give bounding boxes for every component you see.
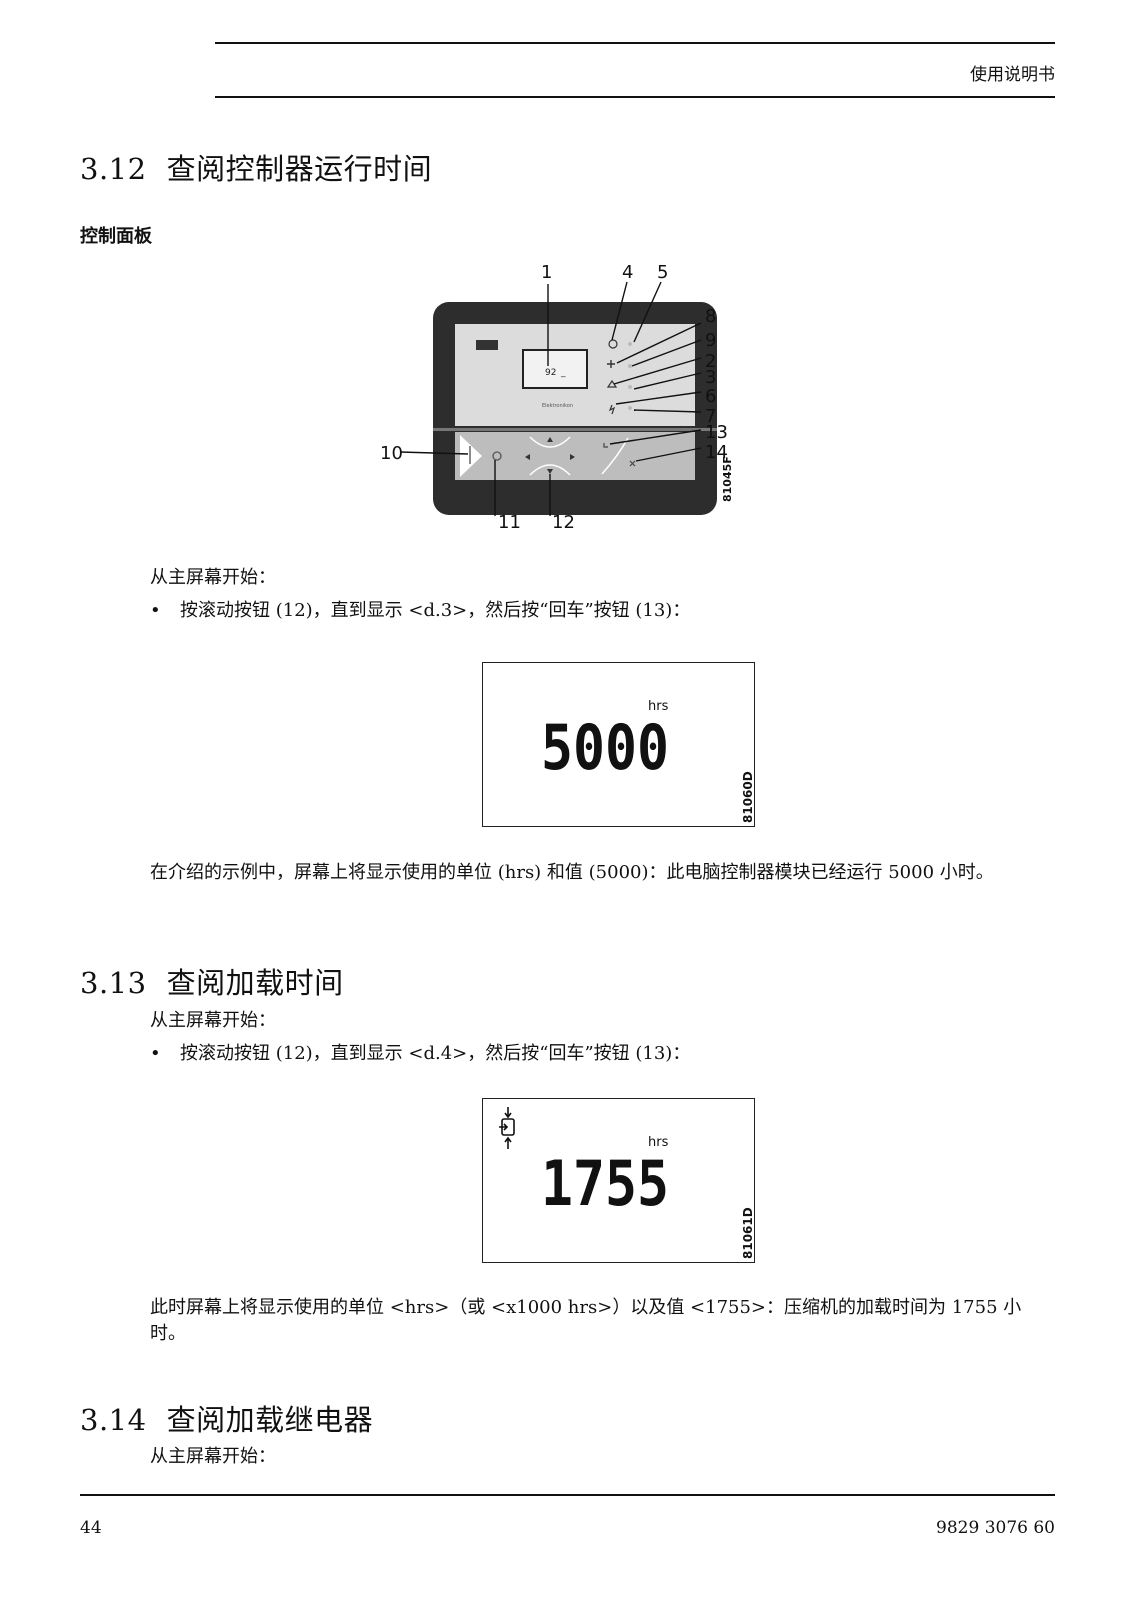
document-number: 9829 3076 60 — [936, 1518, 1055, 1538]
footer-rule — [80, 1494, 1055, 1496]
section-314-heading: 3.14 查阅加载继电器 — [80, 1397, 373, 1439]
lcd-digits-1755: 1755 — [541, 1153, 669, 1213]
section-number: 3.14 — [80, 1403, 147, 1437]
header-rule-top — [215, 42, 1055, 44]
control-panel-illustration: 92 _ Elektronikon — [399, 281, 717, 516]
callout-7: 7 — [705, 406, 717, 427]
callout-9: 9 — [705, 330, 717, 351]
bullet-marker: • — [150, 600, 161, 621]
callout-5: 5 — [657, 262, 669, 283]
section-title: 查阅加载时间 — [166, 966, 344, 1000]
section-312-explanation: 在介绍的示例中，屏幕上将显示使用的单位 (hrs) 和值 (5000)：此电脑控… — [150, 862, 994, 883]
section-title: 查阅控制器运行时间 — [166, 152, 433, 186]
section-313-heading: 3.13 查阅加载时间 — [80, 960, 344, 1002]
bullet-text: 按滚动按钮 (12)，直到显示 <d.4>，然后按“回车”按钮 (13)： — [180, 1043, 691, 1064]
lcd-unit: hrs — [648, 699, 669, 714]
control-panel-subheading: 控制面板 — [80, 226, 152, 247]
svg-text:1755: 1755 — [541, 1153, 669, 1213]
bullet-text: 按滚动按钮 (12)，直到显示 <d.3>，然后按“回车”按钮 (13)： — [180, 600, 691, 621]
callout-1: 1 — [541, 262, 553, 283]
document-title: 使用说明书 — [970, 65, 1055, 85]
callout-2: 2 — [705, 351, 717, 372]
figure-code: 81045F — [721, 456, 734, 502]
svg-text:_: _ — [560, 368, 566, 378]
svg-text:5000: 5000 — [541, 717, 669, 777]
section-313-explanation: 此时屏幕上将显示使用的单位 <hrs>（或 <x1000 hrs>）以及值 <1… — [150, 1297, 1022, 1344]
svg-text:Elektronikon: Elektronikon — [542, 403, 573, 409]
lcd-digits-5000: 5000 — [541, 717, 669, 777]
callout-10: 10 — [380, 443, 403, 464]
lcd-display-loaded-hours: hrs 1755 81061D — [482, 1098, 755, 1263]
section-312-heading: 3.12 查阅控制器运行时间 — [80, 146, 432, 188]
header-rule-bottom — [215, 96, 1055, 98]
callout-6: 6 — [705, 386, 717, 407]
callout-4: 4 — [622, 262, 634, 283]
section-number: 3.13 — [80, 966, 147, 1000]
section-314-intro: 从主屏幕开始： — [150, 1446, 276, 1467]
section-312-intro: 从主屏幕开始： — [150, 567, 276, 588]
section-313-bullet: • 按滚动按钮 (12)，直到显示 <d.4>，然后按“回车”按钮 (13)： — [150, 1039, 690, 1065]
section-313-intro: 从主屏幕开始： — [150, 1010, 276, 1031]
callout-11: 11 — [498, 512, 521, 533]
section-number: 3.12 — [80, 152, 147, 186]
lcd-unit: hrs — [648, 1135, 669, 1150]
lcd-display-operating-hours: hrs 5000 81060D — [482, 662, 755, 827]
bullet-marker: • — [150, 1043, 161, 1064]
lcd-figure-code: 81061D — [741, 1207, 755, 1259]
page-number: 44 — [80, 1518, 102, 1538]
compressor-loaded-icon — [499, 1107, 515, 1149]
callout-13: 13 — [705, 422, 728, 443]
lcd-figure-code: 81060D — [741, 771, 755, 823]
section-312-bullet: • 按滚动按钮 (12)，直到显示 <d.3>，然后按“回车”按钮 (13)： — [150, 596, 690, 622]
panel-display-value: 92 — [545, 368, 556, 378]
callout-3: 3 — [705, 367, 717, 388]
callout-14: 14 — [705, 442, 728, 463]
callout-8: 8 — [705, 306, 717, 327]
section-title: 查阅加载继电器 — [166, 1403, 374, 1437]
callout-12: 12 — [552, 512, 575, 533]
control-panel-figure: 92 _ Elektronikon — [380, 262, 760, 538]
